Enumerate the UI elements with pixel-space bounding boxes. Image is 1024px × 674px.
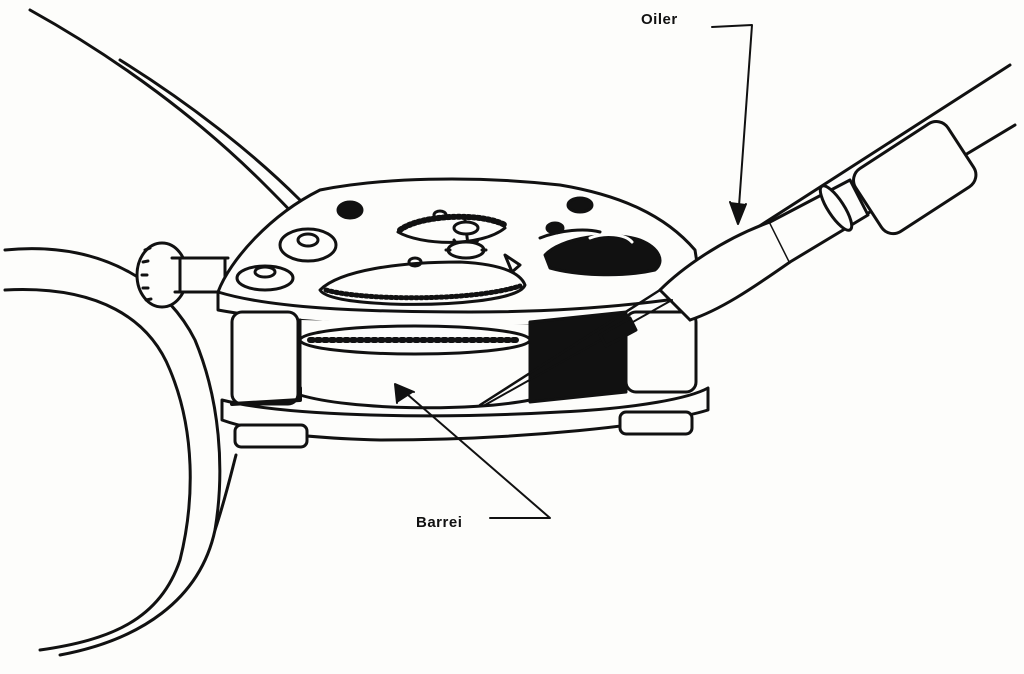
oiler-label: Oiler bbox=[641, 11, 678, 28]
crown bbox=[135, 241, 230, 309]
barrel bbox=[230, 310, 628, 410]
oiler-tool bbox=[478, 63, 1017, 407]
barrel-leader-line bbox=[394, 383, 551, 519]
plate-details bbox=[235, 196, 662, 306]
barrel-label: Barrei bbox=[416, 514, 463, 531]
oiler-leader-line bbox=[711, 24, 753, 225]
